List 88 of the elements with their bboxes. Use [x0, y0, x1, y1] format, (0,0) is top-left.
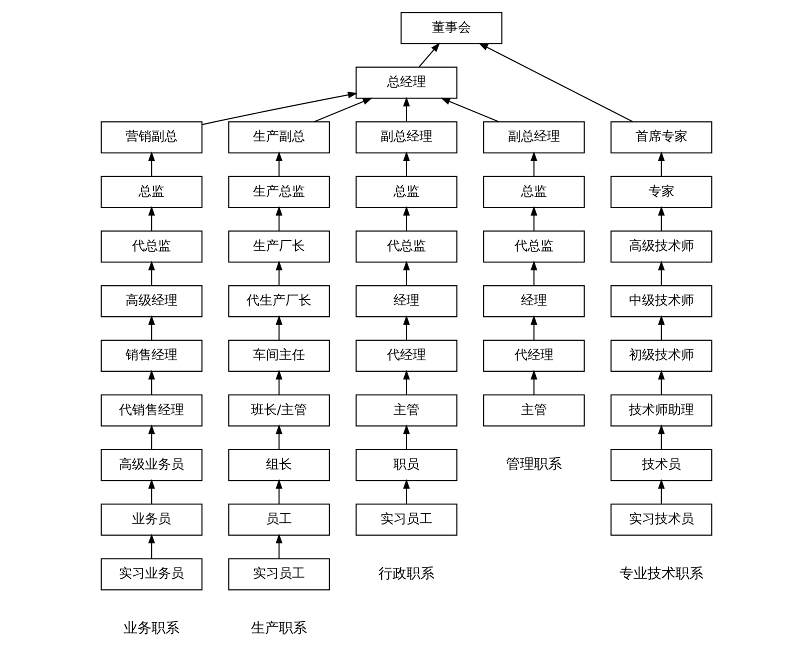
node-box: 副总经理 [482, 121, 584, 154]
node-box: 生产总监 [228, 176, 330, 208]
arrow [275, 534, 282, 559]
node-box: 高级业务员 [100, 448, 202, 482]
arrow [478, 42, 632, 122]
arrow [275, 315, 282, 340]
arrow [658, 315, 664, 340]
node-box: 销售经理 [100, 340, 202, 372]
arrow [148, 260, 154, 286]
node-box: 主管 [355, 394, 457, 426]
arrow [148, 206, 154, 231]
node-box: 班长/主管 [228, 394, 330, 426]
node-box: 首席专家 [610, 121, 712, 154]
node-box: 初级技术师 [610, 340, 712, 372]
node-box: 技术员 [610, 448, 712, 482]
arrow [402, 260, 410, 286]
node-box: 总监 [100, 176, 202, 208]
arrow [658, 206, 664, 231]
arrow [530, 206, 537, 231]
arrow [275, 151, 282, 176]
node-box: 组长 [228, 448, 330, 482]
node-box: 代经理 [355, 340, 457, 372]
node-box: 董事会 [400, 12, 502, 44]
label: 业务职系 [123, 620, 180, 637]
node-box: 代销售经理 [100, 394, 202, 426]
node-box: 专家 [610, 176, 712, 208]
arrow [402, 206, 410, 231]
node-box: 生产副总 [228, 121, 330, 154]
node-box: 业务员 [100, 504, 202, 536]
node-box: 代总监 [355, 230, 457, 263]
arrow [148, 315, 154, 340]
node-box: 营销副总 [100, 121, 202, 154]
node-box: 总监 [355, 176, 457, 208]
arrow [275, 206, 282, 231]
node-box: 实习员工 [355, 504, 457, 536]
arrow [148, 370, 154, 395]
arrow [402, 424, 410, 450]
label: 管理职系 [505, 456, 562, 473]
node-box: 经理 [482, 285, 584, 318]
node-box: 经理 [355, 285, 457, 318]
node-box: 代生产厂长 [228, 285, 330, 318]
label: 专业技术职系 [618, 566, 703, 582]
arrow [530, 315, 537, 340]
node-box: 主管 [482, 394, 584, 426]
node-box: 生产厂长 [228, 230, 330, 263]
node-box: 实习技术员 [610, 504, 712, 536]
node-box: 总监 [482, 176, 584, 208]
arrow [530, 370, 537, 395]
arrow [658, 260, 664, 286]
arrow [402, 370, 410, 395]
arrow [658, 151, 664, 176]
node-box: 职员 [355, 448, 457, 482]
node-box: 实习员工 [228, 558, 330, 590]
node-box: 实习业务员 [100, 558, 202, 590]
node-box: 总经理 [355, 66, 457, 99]
arrow [658, 370, 664, 395]
arrow [402, 479, 410, 504]
node-box: 中级技术师 [610, 285, 712, 318]
node-box: 技术师助理 [610, 394, 712, 426]
arrow [314, 98, 372, 122]
node-box: 高级技术师 [610, 230, 712, 263]
label: 行政职系 [378, 566, 434, 582]
arrow [530, 260, 537, 286]
node-box: 员工 [228, 504, 330, 536]
node-box: 代总监 [100, 230, 202, 263]
arrow [275, 479, 282, 504]
node-box: 副总经理 [355, 121, 457, 154]
arrow [658, 424, 664, 450]
arrow [418, 42, 440, 68]
arrow [402, 315, 410, 340]
arrow [275, 370, 282, 395]
arrow [440, 98, 498, 122]
label: 生产职系 [250, 620, 307, 637]
arrow [658, 479, 664, 504]
node-box: 代总监 [482, 230, 584, 263]
node-box: 代经理 [482, 340, 584, 372]
arrow [202, 92, 358, 126]
arrow [402, 96, 410, 122]
arrow [530, 151, 537, 176]
arrow [275, 260, 282, 286]
arrow [402, 151, 410, 176]
arrow [148, 534, 154, 559]
arrow [275, 424, 282, 450]
node-box: 车间主任 [228, 340, 330, 372]
arrow [148, 151, 154, 176]
arrow [148, 424, 154, 450]
arrow [148, 479, 154, 504]
node-box: 高级经理 [100, 285, 202, 318]
